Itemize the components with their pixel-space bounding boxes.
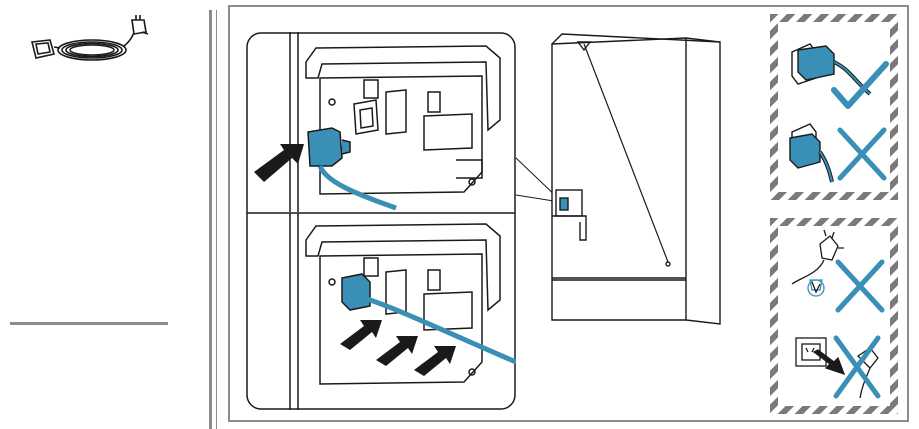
checkmark-icon: [831, 61, 889, 109]
cross-icon-3: [833, 335, 881, 399]
left-divider: [10, 322, 168, 325]
rule-box-plug-insertion: [770, 14, 898, 200]
rule-box-cord-handling: [770, 218, 898, 414]
plug-fully-inserted-icon: [791, 43, 872, 96]
damaged-cord-icon: [791, 229, 844, 297]
unplug-by-cord-icon: [795, 337, 879, 399]
column-separator: [209, 10, 212, 429]
steps-panel: [246, 32, 516, 410]
power-cord-icon: [31, 15, 149, 61]
cross-icon-2: [835, 259, 885, 313]
cross-icon: [837, 127, 887, 181]
plug-not-fully-inserted-icon: [789, 123, 834, 183]
plug-into-appliance-icon: [254, 32, 501, 212]
appliance-overview: [510, 30, 725, 330]
main-frame: [228, 5, 909, 422]
column-separator-thin: [216, 10, 217, 429]
power-cord-part: [20, 14, 150, 74]
route-cable-icon: [289, 213, 516, 410]
